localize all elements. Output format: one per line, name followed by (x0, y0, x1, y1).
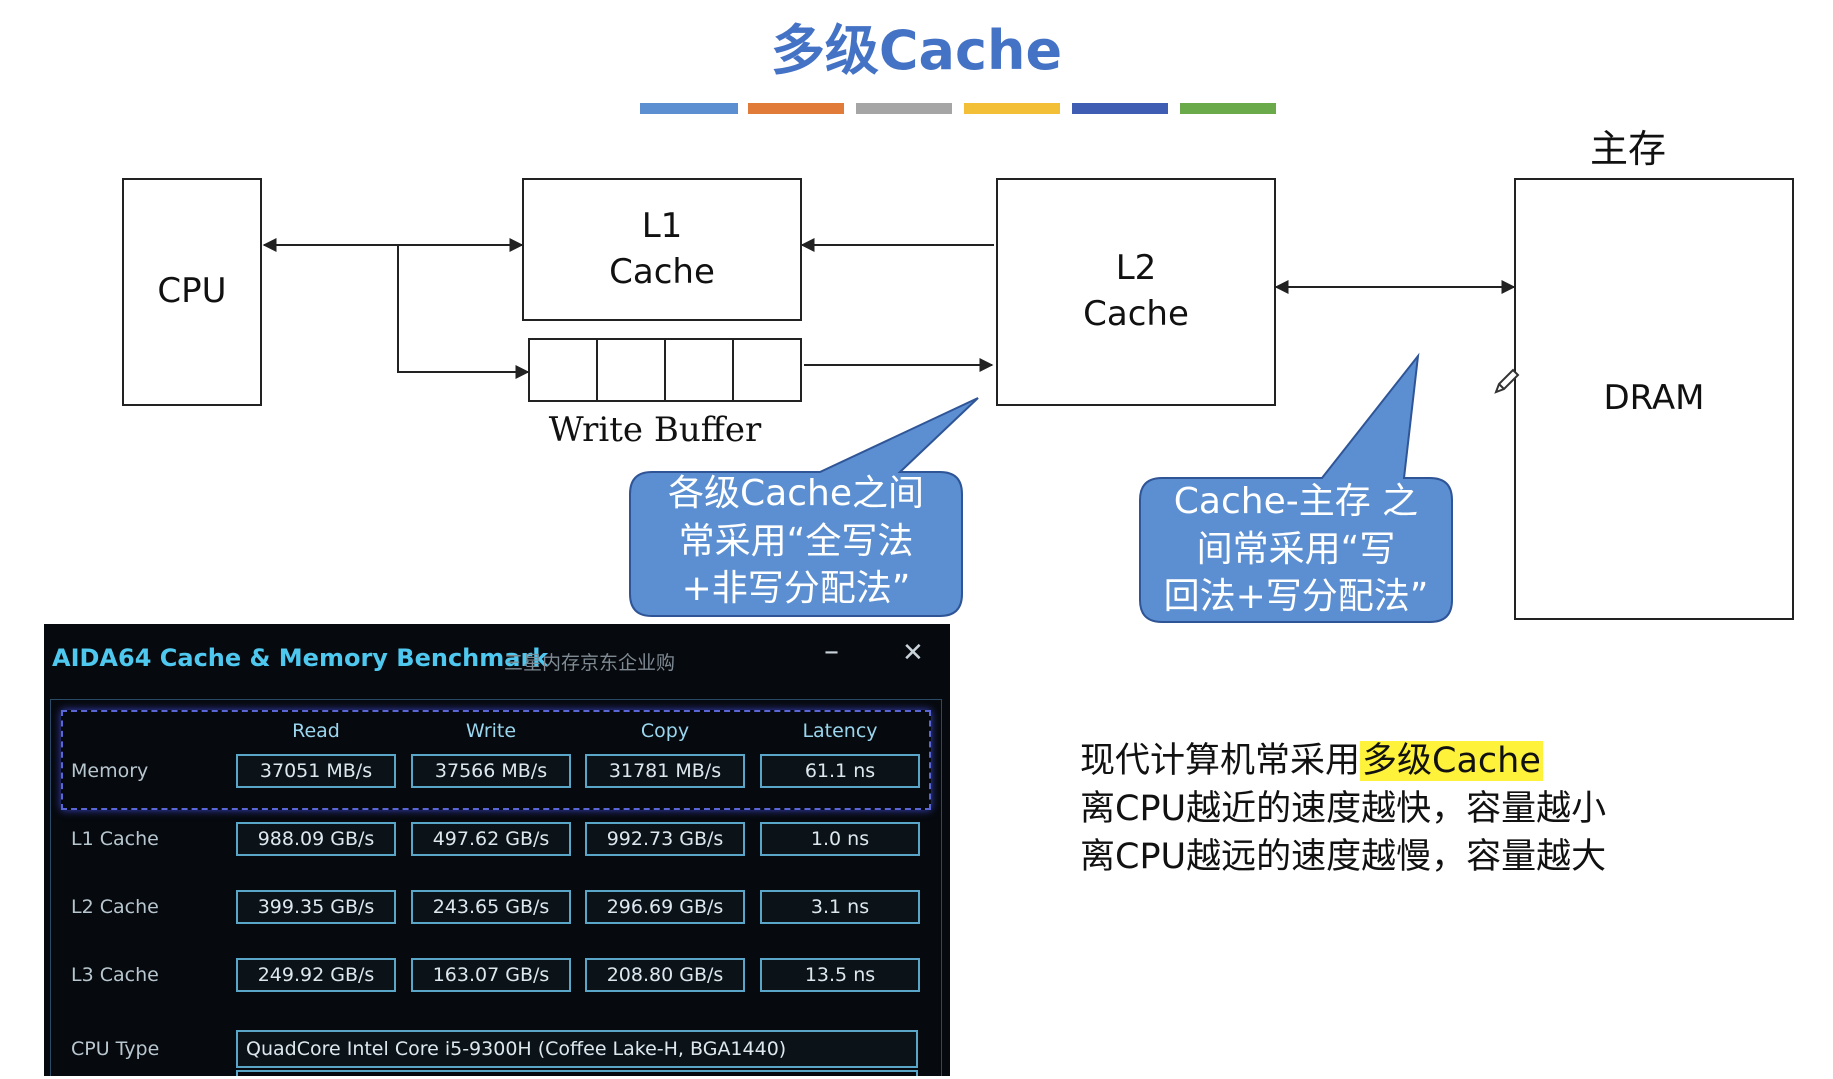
l1-label-line2: Cache (609, 251, 715, 292)
l2-cache-box: L2 Cache (996, 178, 1276, 406)
memory-write-value: 37566 MB/s (411, 754, 571, 788)
title-color-bar-1 (640, 103, 738, 114)
l1-cache-box: L1 Cache (522, 178, 802, 321)
column-header-copy: Copy (640, 720, 690, 742)
l2-write-value: 243.65 GB/s (411, 890, 571, 924)
note-line-1: 现代计算机常采用多级Cache (1080, 732, 1543, 783)
l1-copy-value: 992.73 GB/s (585, 822, 745, 856)
callout-left-text: 各级Cache之间 常采用“全写法 +非写分配法” (630, 470, 962, 613)
l1-read-value: 988.09 GB/s (236, 822, 396, 856)
note-line-1-highlight: 多级Cache (1360, 741, 1543, 781)
l1-write-value: 497.62 GB/s (411, 822, 571, 856)
write-buffer-slot (732, 338, 802, 402)
aida64-results-panel (50, 699, 942, 1076)
aida64-window-title: AIDA64 Cache & Memory Benchmark (52, 644, 549, 672)
cpu-box: CPU (122, 178, 262, 406)
memory-latency-value: 61.1 ns (760, 754, 920, 788)
cpu-write-buffer-connector (397, 245, 530, 379)
slide-title: 多级Cache (770, 19, 1063, 82)
l1-label-line1: L1 (641, 205, 683, 246)
aida64-window-subtitle: 三星内存京东企业购 (504, 652, 676, 674)
main-memory-label: 主存 (1590, 127, 1667, 171)
l2-label-line2: Cache (1083, 294, 1189, 334)
next-field-edge (236, 1070, 918, 1076)
callout-left-bubble (629, 397, 979, 617)
row-label-l3-cache: L3 Cache (71, 964, 159, 986)
l2-latency-value: 3.1 ns (760, 890, 920, 924)
column-header-latency: Latency (802, 720, 878, 742)
memory-copy-value: 31781 MB/s (585, 754, 745, 788)
minimize-button[interactable]: – (824, 634, 839, 669)
dram-label: DRAM (1603, 378, 1705, 419)
l2-label-line1: L2 (1115, 248, 1157, 289)
title-color-bar-3 (856, 103, 952, 114)
row-label-memory: Memory (71, 760, 149, 782)
memory-read-value: 37051 MB/s (236, 754, 396, 788)
l2-read-value: 399.35 GB/s (236, 890, 396, 924)
callout-left-line3: +非写分配法” (681, 568, 911, 610)
l2-copy-value: 296.69 GB/s (585, 890, 745, 924)
title-color-bar-2 (748, 103, 844, 114)
aida64-benchmark-window: AIDA64 Cache & Memory Benchmark 三星内存京东企业… (44, 624, 950, 1076)
note-line-2: 离CPU越近的速度越快，容量越小 (1080, 789, 1607, 829)
callout-right-line2: 间常采用“写 (1196, 528, 1396, 570)
column-header-read: Read (292, 720, 340, 742)
l3-latency-value: 13.5 ns (760, 958, 920, 992)
row-label-l1-cache: L1 Cache (71, 828, 159, 850)
title-color-bar-5 (1072, 103, 1168, 114)
note-line-1-prefix: 现代计算机常采用 (1080, 741, 1361, 781)
memory-row-selection-frame (61, 710, 931, 810)
l3-read-value: 249.92 GB/s (236, 958, 396, 992)
callout-right-line1: Cache-主存 之 (1173, 481, 1419, 522)
l3-write-value: 163.07 GB/s (411, 958, 571, 992)
close-button[interactable]: ✕ (902, 638, 924, 668)
callout-right-line3: 回法+写分配法” (1163, 576, 1429, 618)
note-line-3: 离CPU越远的速度越慢，容量越大 (1080, 837, 1607, 877)
callout-left-line1: 各级Cache之间 (668, 473, 924, 514)
title-color-bar-6 (1180, 103, 1276, 114)
row-label-cpu-type: CPU Type (71, 1038, 160, 1060)
callout-left-line2: 常采用“全写法 (678, 520, 914, 562)
callout-right-text: Cache-主存 之 间常采用“写 回法+写分配法” (1140, 478, 1452, 621)
title-color-bar-4 (964, 103, 1060, 114)
l1-latency-value: 1.0 ns (760, 822, 920, 856)
l3-copy-value: 208.80 GB/s (585, 958, 745, 992)
column-header-write: Write (465, 720, 517, 742)
cpu-type-value: QuadCore Intel Core i5-9300H (Coffee Lak… (236, 1030, 918, 1068)
write-buffer-slot (528, 338, 598, 402)
callout-right-bubble (1139, 352, 1453, 623)
cpu-label: CPU (157, 271, 227, 312)
row-label-l2-cache: L2 Cache (71, 896, 159, 918)
write-buffer-label: Write Buffer (548, 410, 762, 450)
pen-icon (1494, 368, 1520, 394)
dram-box: DRAM (1514, 178, 1794, 620)
